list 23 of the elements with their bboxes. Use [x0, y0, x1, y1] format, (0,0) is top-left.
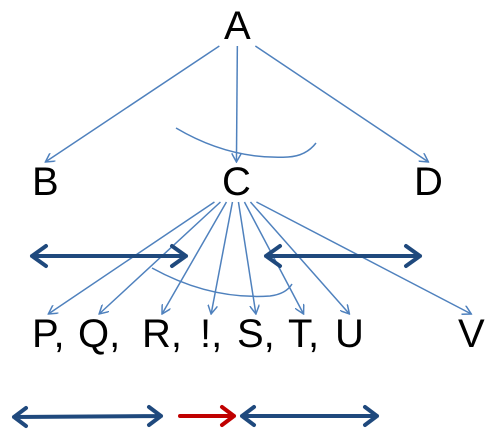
- arrow: [161, 202, 228, 315]
- arrow: [238, 202, 260, 315]
- arrow: [48, 201, 215, 315]
- node-label: P,: [32, 314, 65, 354]
- node-label: T,: [288, 314, 320, 354]
- node-label: Q,: [78, 314, 120, 354]
- node-label: R,: [142, 314, 182, 354]
- node-label: U: [335, 314, 364, 354]
- arrow: [254, 45, 430, 163]
- arrow: [44, 45, 220, 163]
- node-label: A: [224, 6, 251, 46]
- arrow: [244, 202, 305, 315]
- arrow: [98, 201, 221, 315]
- node-label: B: [32, 162, 59, 202]
- arrow: [230, 46, 242, 163]
- node-label: S,: [237, 314, 275, 354]
- arrow: [207, 202, 234, 315]
- arrow: [250, 202, 350, 315]
- node-label: D: [414, 162, 443, 202]
- node-label: V: [458, 314, 485, 354]
- node-label: !,: [200, 314, 222, 354]
- arrow: [256, 201, 472, 316]
- node-label: C: [222, 162, 251, 202]
